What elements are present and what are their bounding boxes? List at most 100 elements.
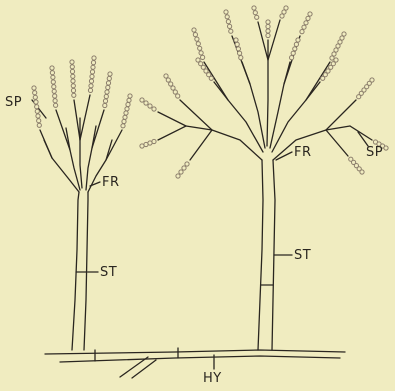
spore [103, 103, 107, 107]
spore [342, 32, 346, 36]
spore [34, 100, 38, 104]
spore [91, 61, 95, 65]
spore [228, 24, 232, 28]
label-hy: HY [203, 372, 222, 385]
spore [108, 72, 112, 76]
spore [290, 56, 294, 60]
hypha-lower-edge [60, 356, 340, 362]
spore [35, 105, 39, 109]
spore [255, 15, 259, 19]
spore [144, 101, 148, 105]
spore [173, 90, 177, 94]
left-metula [80, 95, 90, 140]
spore [306, 16, 310, 20]
spore [123, 115, 127, 119]
spore [91, 65, 95, 69]
spore [176, 94, 180, 98]
left-stipe [84, 192, 88, 350]
spore [238, 51, 242, 55]
left-metula [74, 100, 80, 140]
spore [140, 144, 144, 148]
left-metula [40, 130, 52, 158]
right-branch [214, 82, 263, 152]
spore [70, 60, 74, 64]
spore [70, 69, 74, 73]
spore [71, 84, 75, 88]
spore [234, 38, 238, 42]
spore [106, 81, 110, 85]
left-branch [66, 128, 80, 190]
spore [89, 84, 93, 88]
hypha-branch-edge [132, 360, 156, 378]
spore [266, 20, 270, 24]
spore [54, 103, 58, 107]
spore [51, 75, 55, 79]
spore [195, 37, 199, 41]
spore [33, 95, 37, 99]
spore [169, 82, 173, 86]
right-metula [190, 130, 212, 160]
right-metula [204, 62, 228, 100]
spore [125, 107, 129, 111]
right-metula [326, 100, 356, 130]
spore [266, 29, 270, 33]
spore [53, 94, 57, 98]
left-metula [106, 130, 122, 160]
spore [51, 80, 55, 84]
spore [179, 170, 183, 174]
spore [52, 89, 56, 93]
spore [334, 58, 338, 62]
spore [50, 66, 54, 70]
spore [294, 42, 298, 46]
spore [92, 56, 96, 60]
left-metula [92, 110, 104, 148]
spore [304, 21, 308, 25]
spore [182, 166, 186, 170]
label-st-right: ST [294, 249, 311, 262]
spore [252, 6, 256, 10]
spore [71, 88, 75, 92]
spore [164, 74, 168, 78]
spore [185, 162, 189, 166]
spore [121, 124, 125, 128]
spore [370, 78, 374, 82]
spore [192, 28, 196, 32]
spore [106, 85, 110, 89]
spore [89, 79, 93, 83]
right-metula [158, 126, 186, 140]
spore [302, 25, 306, 29]
left-stipe [72, 192, 79, 350]
spore [225, 15, 229, 19]
spore [50, 71, 54, 75]
spore [360, 170, 364, 174]
spore [53, 99, 57, 103]
spore [148, 104, 152, 108]
spore [88, 88, 92, 92]
label-sp-left: SP [5, 96, 22, 109]
spore [196, 42, 200, 46]
spore [90, 70, 94, 74]
spore [140, 98, 144, 102]
label-fr-left: FR [102, 176, 120, 189]
spore [266, 33, 270, 37]
spore [308, 12, 312, 16]
spore [224, 10, 228, 14]
right-stipe [258, 160, 263, 350]
spore [235, 42, 239, 46]
spore [201, 55, 205, 59]
spore [71, 74, 75, 78]
spore [124, 111, 128, 115]
right-branch [272, 82, 320, 152]
spore [126, 102, 130, 106]
spore [52, 85, 56, 89]
spore [32, 86, 36, 90]
spore [90, 74, 94, 78]
spore [293, 47, 297, 51]
right-metula [326, 130, 348, 156]
spore [176, 174, 180, 178]
left-branch [80, 118, 82, 188]
spore [71, 79, 75, 83]
spore [296, 38, 300, 42]
right-metula [158, 112, 186, 126]
